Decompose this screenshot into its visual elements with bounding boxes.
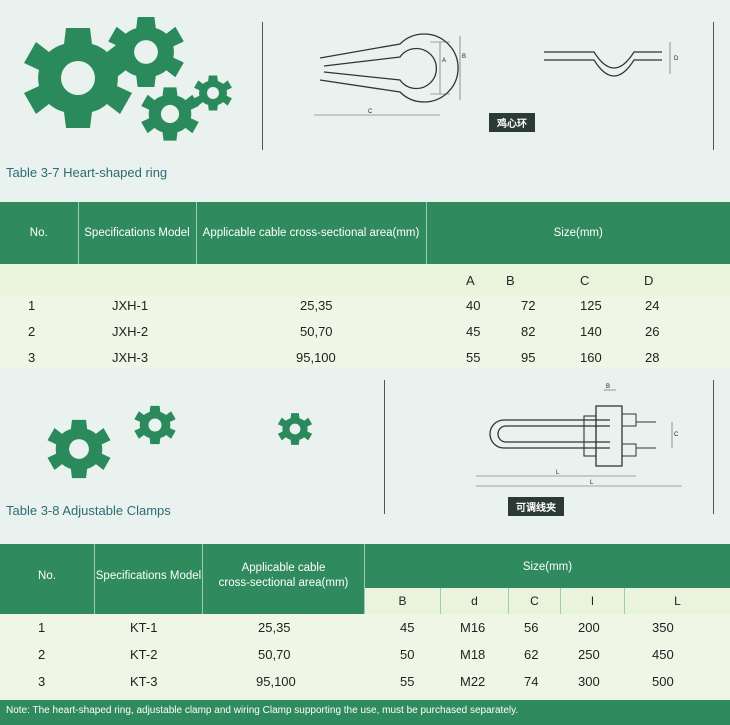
col-area-line1: Applicable cable xyxy=(241,562,326,574)
dim-label-b: B xyxy=(462,54,467,60)
col-size: Size(mm) xyxy=(426,202,730,264)
col-divider xyxy=(508,588,509,614)
dim-label-c: C xyxy=(674,432,679,438)
col-no: No. xyxy=(38,570,56,582)
size-subheader-row xyxy=(365,588,730,614)
size-col-l: l xyxy=(591,594,594,608)
size-col-c: C xyxy=(580,272,590,288)
table-row: 1 KT-1 25,35 45 M16 56 200 350 2 KT-2 50… xyxy=(38,620,674,689)
dim-label-a: A xyxy=(442,58,447,64)
table-3-8-caption: Table 3-8 Adjustable Clamps xyxy=(6,503,171,518)
col-divider xyxy=(94,544,95,614)
size-col-d: D xyxy=(644,272,654,288)
dim-label-b: B xyxy=(606,384,611,390)
figure-panel-2 xyxy=(0,372,730,542)
heart-ring-drawing xyxy=(314,33,461,116)
table-3-7-caption: Table 3-7 Heart-shaped ring xyxy=(6,165,168,180)
dim-label-c: C xyxy=(368,109,373,115)
col-size: Size(mm) xyxy=(522,561,573,573)
heart-ring-table-body xyxy=(0,296,730,368)
col-area: Applicable cable cross-sectional area(mm… xyxy=(196,202,427,264)
clamp-drawing-frame xyxy=(384,380,714,514)
size-col-b: B xyxy=(506,272,515,288)
dim-label-l-outer: L xyxy=(590,480,594,486)
gear-icon xyxy=(277,413,313,445)
col-model: Specifications Model xyxy=(78,202,197,264)
gear-icon xyxy=(24,28,132,128)
footnote: Note: The heart-shaped ring, adjustable … xyxy=(0,700,730,725)
clamp-tag: 可调线夹 xyxy=(508,497,564,516)
gear-icon xyxy=(141,87,199,141)
heart-ring-drawing-frame xyxy=(262,22,714,150)
col-divider xyxy=(202,544,203,614)
gear-icon xyxy=(134,405,176,445)
size-col-L: L xyxy=(674,594,681,608)
col-area-line2: cross-sectional area(mm) xyxy=(218,577,349,589)
gear-icon xyxy=(108,17,184,87)
gear-icon xyxy=(194,75,232,111)
heart-ring-side-view xyxy=(544,42,671,77)
size-col-c: C xyxy=(530,594,539,608)
col-divider xyxy=(624,588,625,614)
col-divider xyxy=(440,588,441,614)
adjustable-clamp-drawing xyxy=(476,389,682,487)
size-col-b: B xyxy=(398,594,407,608)
size-col-d: d xyxy=(471,594,478,608)
dim-label-l-inner: L xyxy=(556,470,560,476)
heart-ring-tag: 鸡心环 xyxy=(489,113,535,132)
gear-icon xyxy=(47,419,111,479)
col-divider xyxy=(560,588,561,614)
col-model: Specifications Model xyxy=(95,570,202,582)
size-col-a: A xyxy=(466,272,475,288)
col-no: No. xyxy=(0,202,79,264)
clamp-table-body xyxy=(0,614,730,700)
col-divider xyxy=(364,544,365,614)
dim-label-d: D xyxy=(674,56,679,62)
heart-ring-table: No. Specifications Model Applicable cabl… xyxy=(0,202,730,296)
table-row: 1 JXH-1 25,35 40 72 125 24 2 JXH-2 50,70… xyxy=(28,298,660,365)
